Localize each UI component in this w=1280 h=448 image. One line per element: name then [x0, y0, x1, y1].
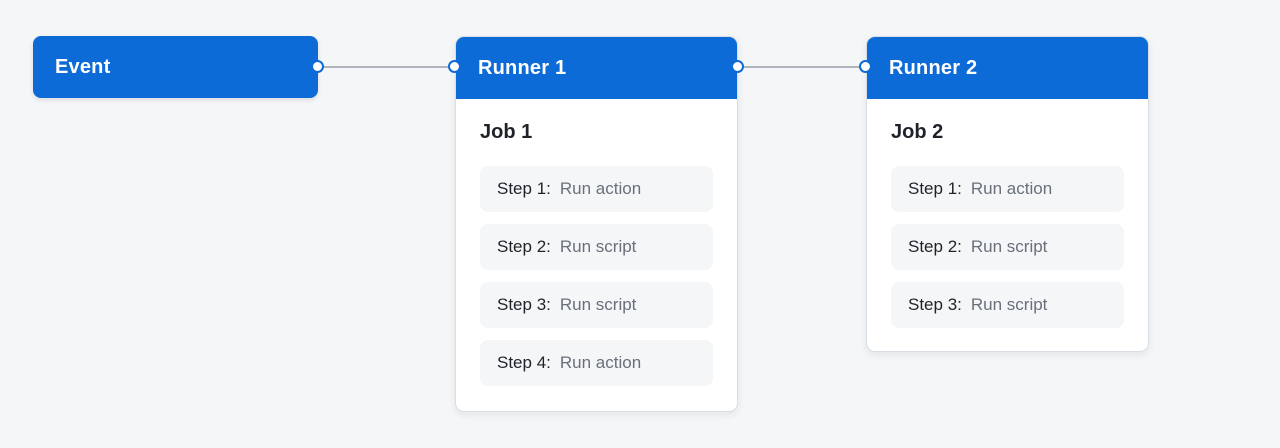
runner-2-title: Runner 2: [889, 56, 978, 79]
step-row: Step 3: Run script: [480, 282, 713, 328]
node-runner-1: Runner 1 Job 1 Step 1: Run action Step 2…: [455, 36, 738, 412]
step-value: Run action: [559, 179, 642, 198]
runner-2-header: Runner 2: [867, 37, 1148, 99]
step-value: Run script: [559, 295, 637, 314]
step-label: Step 3:: [908, 295, 962, 314]
runner-2-steps: Step 1: Run action Step 2: Run script St…: [867, 166, 1148, 328]
step-label: Step 4:: [497, 353, 551, 372]
job-1-title: Job 1: [480, 121, 533, 143]
runner-1-steps: Step 1: Run action Step 2: Run script St…: [456, 166, 737, 386]
node-runner-2: Runner 2 Job 2 Step 1: Run action Step 2…: [866, 36, 1149, 352]
edge-event-to-runner1: [318, 66, 455, 68]
job-2-title: Job 2: [891, 121, 944, 143]
step-value: Run script: [970, 237, 1048, 256]
step-row: Step 1: Run action: [891, 166, 1124, 212]
step-value: Run script: [559, 237, 637, 256]
step-row: Step 1: Run action: [480, 166, 713, 212]
step-row: Step 2: Run script: [891, 224, 1124, 270]
event-title: Event: [55, 55, 111, 78]
step-row: Step 4: Run action: [480, 340, 713, 386]
step-row: Step 2: Run script: [480, 224, 713, 270]
edge-runner1-to-runner2: [738, 66, 866, 68]
connector-port-runner1-in: [448, 60, 461, 73]
step-label: Step 3:: [497, 295, 551, 314]
connector-port-event-out: [311, 60, 324, 73]
step-row: Step 3: Run script: [891, 282, 1124, 328]
step-value: Run action: [559, 353, 642, 372]
step-label: Step 2:: [497, 237, 551, 256]
node-event: Event: [33, 36, 318, 98]
step-value: Run script: [970, 295, 1048, 314]
step-label: Step 1:: [908, 179, 962, 198]
step-value: Run action: [970, 179, 1053, 198]
step-label: Step 1:: [497, 179, 551, 198]
connector-port-runner1-out: [731, 60, 744, 73]
runner-1-header: Runner 1: [456, 37, 737, 99]
step-label: Step 2:: [908, 237, 962, 256]
runner-1-title: Runner 1: [478, 56, 567, 79]
connector-port-runner2-in: [859, 60, 872, 73]
